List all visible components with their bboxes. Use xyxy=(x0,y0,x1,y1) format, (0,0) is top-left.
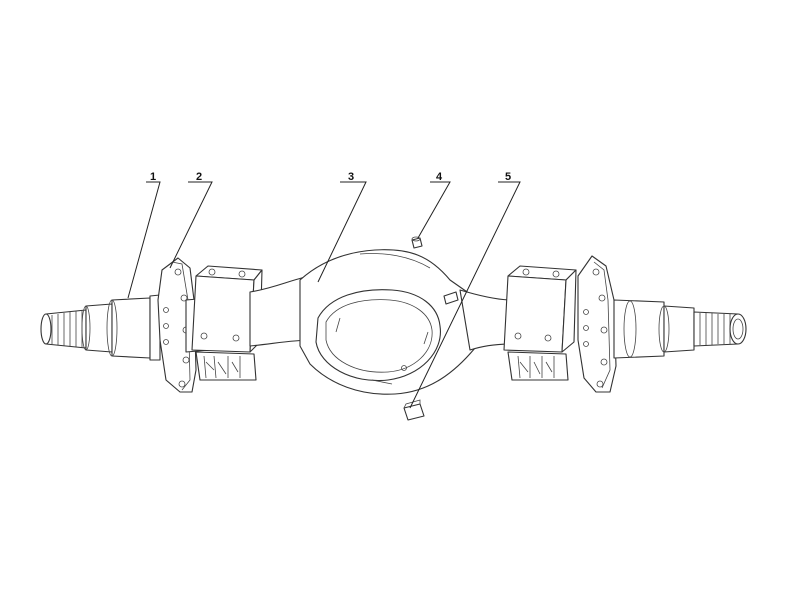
right-axle-shaft xyxy=(613,299,747,359)
filler-plug xyxy=(403,399,425,421)
drain-plug xyxy=(411,236,423,249)
right-brake-flange xyxy=(577,255,617,393)
right-spring-seat xyxy=(503,265,577,381)
callout-labels: 1 2 3 4 5 xyxy=(150,171,511,183)
callout-3: 3 xyxy=(348,171,354,183)
left-axle-shaft xyxy=(40,294,161,361)
callout-2: 2 xyxy=(196,171,202,183)
leader-2 xyxy=(169,181,213,269)
axle-housing xyxy=(249,249,513,395)
callout-leaders xyxy=(127,181,521,409)
leader-1 xyxy=(127,181,161,299)
callout-5: 5 xyxy=(505,171,511,183)
callout-4: 4 xyxy=(436,171,443,183)
leader-3 xyxy=(317,181,367,283)
callout-1: 1 xyxy=(150,171,156,183)
left-brake-flange xyxy=(157,257,197,393)
leader-5 xyxy=(409,181,521,409)
leader-4 xyxy=(417,181,451,239)
